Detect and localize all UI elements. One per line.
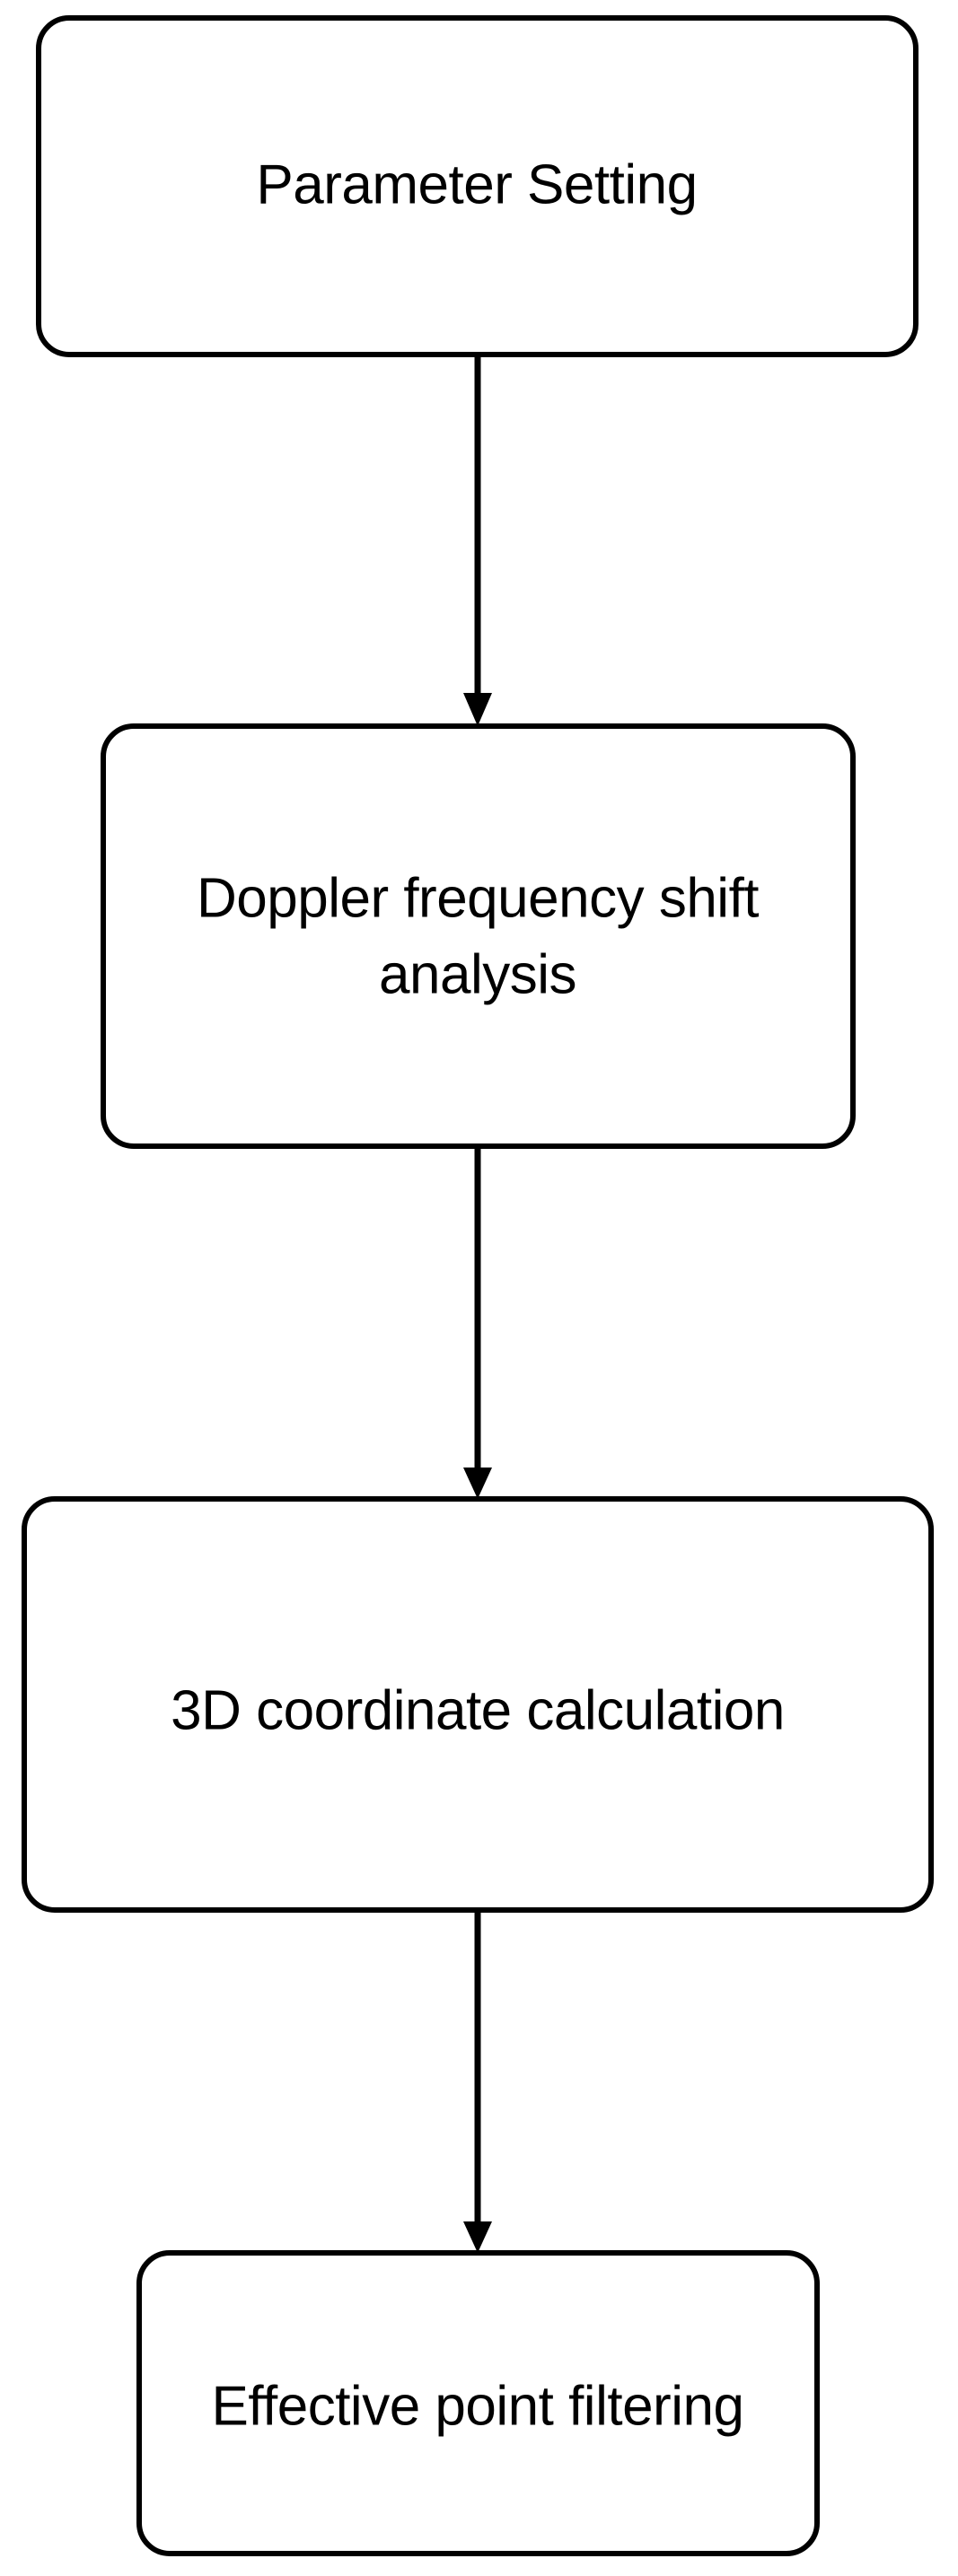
node-doppler-frequency-shift-analysis-shape[interactable]	[101, 723, 856, 1149]
node-3d-coordinate-calculation-shape[interactable]	[22, 1496, 934, 1913]
edge-3-arrowhead-icon	[463, 2221, 492, 2253]
node-parameter-setting-label: Parameter Setting	[256, 153, 697, 215]
node-3d-coordinate-calculation[interactable]: 3D coordinate calculation	[22, 1496, 934, 1913]
edge-1-arrowhead-icon	[463, 693, 492, 726]
edge-coordinate-to-filtering	[463, 1910, 492, 2253]
node-effective-point-filtering[interactable]: Effective point filtering	[136, 2250, 820, 2556]
node-effective-point-filtering-shape[interactable]	[136, 2250, 820, 2556]
node-parameter-setting-shape[interactable]	[36, 15, 918, 357]
node-3d-coordinate-calculation-label: 3D coordinate calculation	[171, 1679, 785, 1741]
node-effective-point-filtering-label: Effective point filtering	[212, 2375, 744, 2437]
edge-parameter-to-doppler	[463, 355, 492, 726]
edge-2-arrowhead-icon	[463, 1468, 492, 1499]
node-doppler-frequency-shift-analysis[interactable]: Doppler frequency shift analysis	[101, 723, 856, 1149]
node-parameter-setting[interactable]: Parameter Setting	[36, 15, 918, 357]
node-doppler-frequency-shift-analysis-label-line-1: Doppler frequency shift	[197, 867, 759, 929]
node-doppler-frequency-shift-analysis-label-line-2: analysis	[379, 943, 576, 1005]
edge-doppler-to-coordinate	[463, 1146, 492, 1499]
